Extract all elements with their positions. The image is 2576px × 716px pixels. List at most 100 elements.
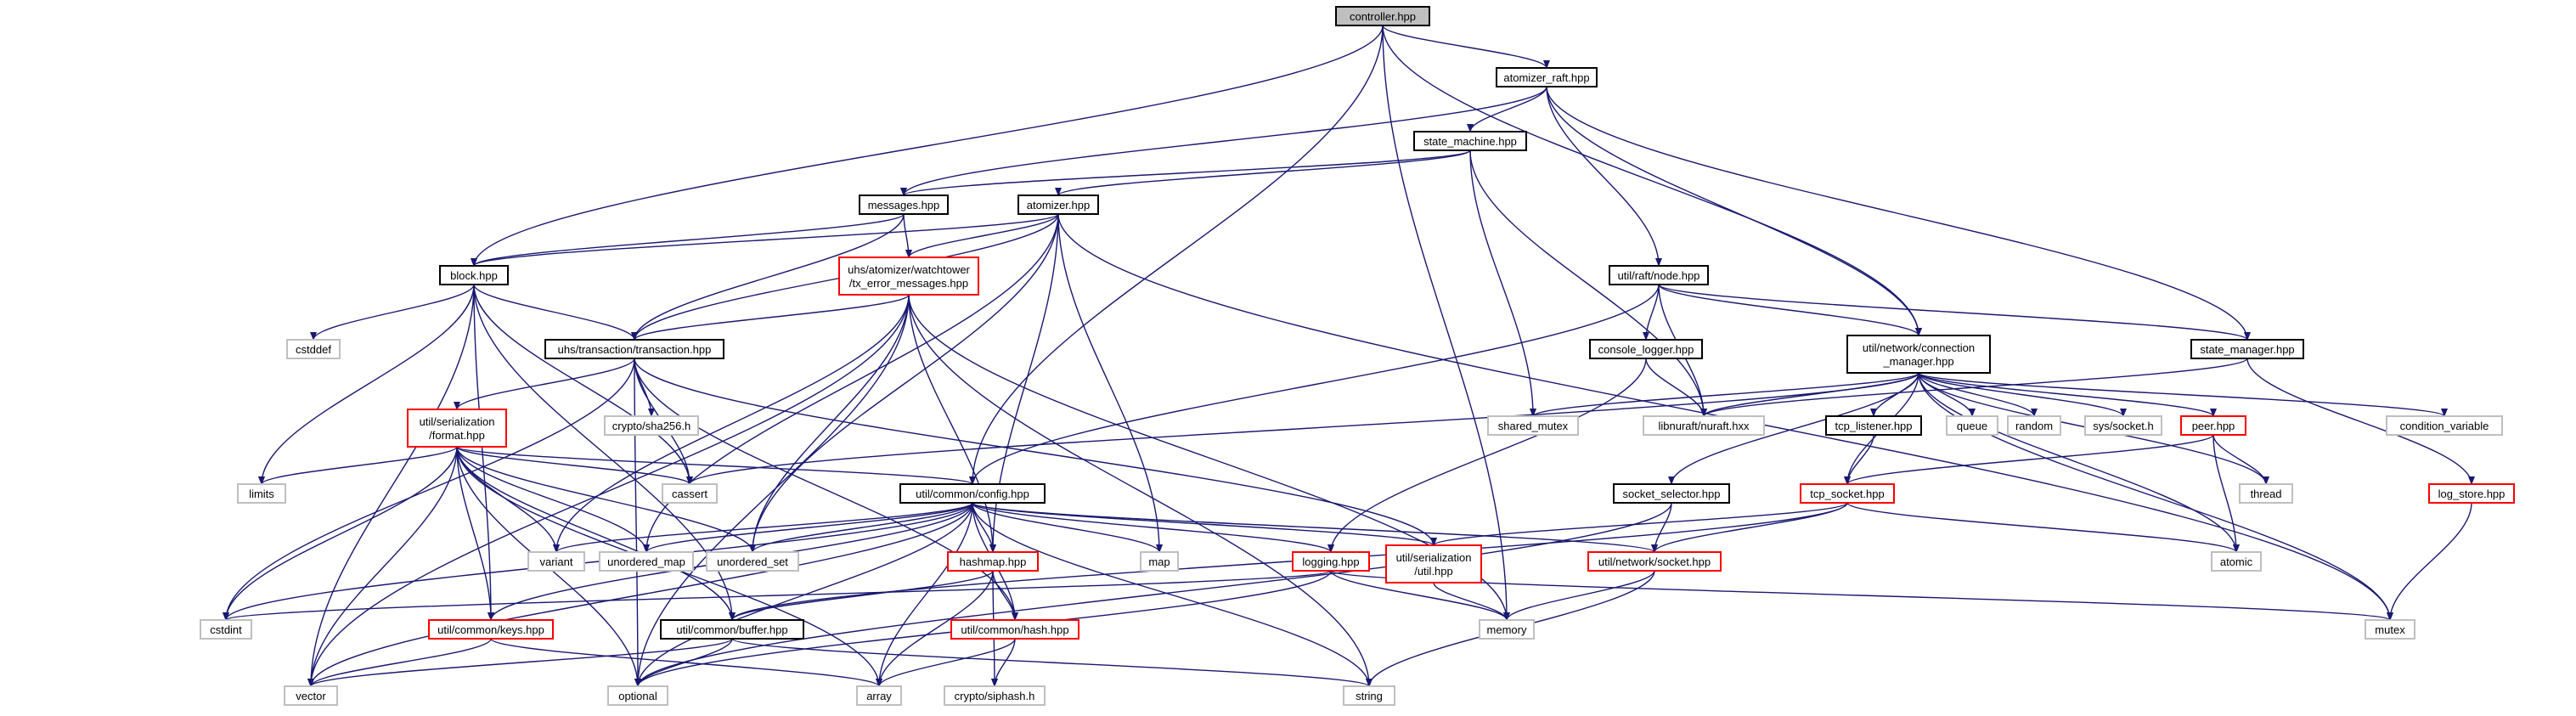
- edge-config-to-unordered_set: [749, 502, 973, 553]
- edge-tcp_listener-to-tcp_socket: [1844, 434, 1874, 485]
- node-config[interactable]: util/common/config.hpp: [899, 483, 1046, 504]
- node-watchtower[interactable]: uhs/atomizer/watchtower/tx_error_message…: [838, 257, 979, 296]
- node-socket_selector[interactable]: socket_selector.hpp: [1613, 483, 1730, 504]
- node-state_machine[interactable]: state_machine.hpp: [1413, 131, 1527, 151]
- edge-atomizer-to-watchtower: [905, 213, 1059, 258]
- node-peer[interactable]: peer.hpp: [2180, 415, 2246, 436]
- node-keys[interactable]: util/common/keys.hpp: [428, 619, 554, 640]
- edge-config-to-socket: [972, 502, 1658, 553]
- edge-format-to-buffer: [456, 446, 736, 621]
- edge-connmgr-to-shared_mutex: [1530, 372, 1919, 417]
- edge-watchtower-to-variant: [553, 294, 910, 553]
- edge-block-to-buffer: [473, 284, 736, 621]
- node-mutex: mutex: [2365, 619, 2415, 640]
- edge-controller-to-block: [471, 25, 1384, 267]
- node-siphash: crypto/siphash.h: [944, 685, 1046, 706]
- edge-connmgr-to-condvar: [1918, 372, 2448, 417]
- edge-config-to-map: [972, 502, 1163, 553]
- node-box: [1413, 131, 1527, 151]
- edge-raftnode-to-console_logger: [1643, 284, 1660, 341]
- node-box: [544, 339, 724, 359]
- node-label: libnuraft/nuraft.hxx: [1659, 420, 1750, 432]
- edge-watchtower-to-string: [908, 294, 1373, 687]
- node-box: [1292, 551, 1370, 572]
- node-label: random: [2015, 420, 2053, 432]
- node-atomizer[interactable]: atomizer.hpp: [1017, 195, 1099, 215]
- edge-controller-to-atomizer_raft: [1382, 25, 1550, 69]
- edge-peer-to-tcp_socket: [1844, 434, 2214, 485]
- node-label: map: [1148, 555, 1170, 568]
- edge-config-to-variant: [553, 502, 973, 553]
- node-label: uhs/transaction/transaction.hpp: [558, 343, 712, 356]
- node-box: [1343, 685, 1395, 706]
- node-box: [286, 339, 341, 359]
- edge-block-to-transaction: [473, 284, 638, 341]
- node-controller[interactable]: controller.hpp: [1335, 6, 1430, 26]
- node-connmgr[interactable]: util/network/connection_manager.hpp: [1846, 335, 1991, 374]
- node-shared_mutex: shared_mutex: [1487, 415, 1579, 436]
- node-label: atomic: [2220, 555, 2253, 568]
- node-label: messages.hpp: [868, 199, 940, 211]
- node-label: /util.hpp: [1414, 565, 1453, 578]
- node-tcp_socket[interactable]: tcp_socket.hpp: [1800, 483, 1895, 504]
- edge-config-to-logging: [972, 502, 1334, 553]
- node-hash[interactable]: util/common/hash.hpp: [950, 619, 1079, 640]
- node-label: array: [866, 690, 892, 702]
- node-label: util/serialization: [420, 415, 495, 428]
- edge-block-to-cstddef: [310, 284, 475, 341]
- node-box: [2428, 483, 2515, 504]
- node-atomizer_raft[interactable]: atomizer_raft.hpp: [1496, 67, 1598, 87]
- node-box: [899, 483, 1046, 504]
- node-label: socket_selector.hpp: [1623, 488, 1721, 500]
- node-serutil[interactable]: util/serialization/util.hpp: [1385, 544, 1482, 584]
- node-label: uhs/atomizer/watchtower: [848, 263, 970, 276]
- node-box: [662, 483, 718, 504]
- node-hashmap[interactable]: hashmap.hpp: [947, 551, 1039, 572]
- node-label: util/common/buffer.hpp: [676, 623, 787, 636]
- edge-controller-to-config: [969, 25, 1384, 485]
- node-transaction[interactable]: uhs/transaction/transaction.hpp: [544, 339, 724, 359]
- edge-hashmap-to-hash: [992, 570, 1018, 621]
- node-box: [527, 551, 585, 572]
- node-socket[interactable]: util/network/socket.hpp: [1587, 551, 1722, 572]
- edge-config-to-array: [876, 502, 973, 687]
- node-state_manager[interactable]: state_manager.hpp: [2190, 339, 2304, 359]
- node-box: [1946, 415, 1998, 436]
- edge-connmgr-to-nuraft: [1700, 372, 1919, 417]
- node-limits: limits: [237, 483, 286, 504]
- node-box: [200, 619, 252, 640]
- node-label: util/common/keys.hpp: [437, 623, 544, 636]
- edge-format-to-config: [456, 446, 976, 485]
- node-box: [947, 551, 1039, 572]
- node-console_logger[interactable]: console_logger.hpp: [1589, 339, 1703, 359]
- node-label: atomizer_raft.hpp: [1503, 71, 1589, 84]
- edge-atomizer_raft-to-raftnode: [1546, 86, 1662, 267]
- node-tcp_listener[interactable]: tcp_listener.hpp: [1825, 415, 1922, 436]
- edge-state_machine-to-messages: [900, 149, 1471, 196]
- edge-logging-to-memory: [1330, 570, 1510, 621]
- node-vector: vector: [284, 685, 338, 706]
- node-label: sys/socket.h: [2093, 420, 2154, 432]
- node-box: [1479, 619, 1535, 640]
- node-box: [1613, 483, 1730, 504]
- node-log_store[interactable]: log_store.hpp: [2428, 483, 2515, 504]
- edge-format-to-keys: [456, 446, 494, 621]
- node-label: tcp_socket.hpp: [1810, 488, 1884, 500]
- node-box: [1825, 415, 1922, 436]
- edge-format-to-unordered_set: [456, 446, 756, 553]
- node-label: string: [1356, 690, 1383, 702]
- edge-tcp_socket-to-atomic: [1846, 502, 2240, 553]
- node-logging[interactable]: logging.hpp: [1292, 551, 1370, 572]
- node-buffer[interactable]: util/common/buffer.hpp: [660, 619, 804, 640]
- node-thread: thread: [2239, 483, 2293, 504]
- node-box: [604, 415, 699, 436]
- node-sha256: crypto/sha256.h: [604, 415, 699, 436]
- node-box: [944, 685, 1046, 706]
- edge-transaction-to-format: [454, 358, 635, 410]
- node-messages[interactable]: messages.hpp: [859, 195, 949, 215]
- node-block[interactable]: block.hpp: [439, 265, 509, 285]
- node-raftnode[interactable]: util/raft/node.hpp: [1609, 265, 1709, 285]
- node-label: util/network/socket.hpp: [1598, 555, 1711, 568]
- edge-transaction-to-optional: [634, 358, 641, 687]
- node-format[interactable]: util/serialization/format.hpp: [407, 409, 507, 448]
